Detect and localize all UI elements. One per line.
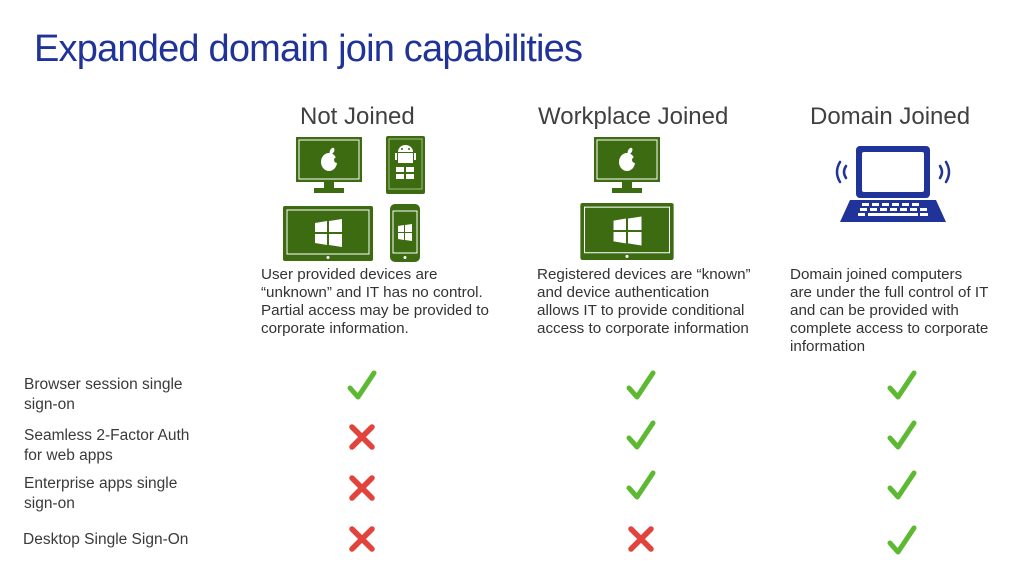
- column-heading-workplace-joined: Workplace Joined: [538, 103, 729, 130]
- check-icon: [887, 420, 917, 450]
- description-workplace-joined: Registered devices are “known” and devic…: [537, 266, 751, 337]
- windows-tablet-icon: [580, 203, 674, 260]
- feature-label-enterprise-apps-sso: Enterprise apps single sign-on: [24, 475, 178, 512]
- cross-icon: [347, 473, 377, 503]
- cross-icon: [626, 524, 656, 554]
- check-icon: [626, 370, 656, 400]
- apple-monitor-icon: [296, 137, 362, 194]
- slide-title: Expanded domain join capabilities: [34, 28, 583, 70]
- check-icon: [626, 420, 656, 450]
- wireless-laptop-icon: [830, 144, 956, 224]
- feature-label-2fa-web: Seamless 2-Factor Auth for web apps: [24, 427, 190, 464]
- check-icon: [626, 470, 656, 500]
- column-heading-domain-joined: Domain Joined: [810, 103, 971, 130]
- description-domain-joined: Domain joined computers are under the fu…: [790, 266, 989, 355]
- check-icon: [347, 370, 377, 400]
- cross-icon: [347, 422, 377, 452]
- check-icon: [887, 525, 917, 555]
- check-icon: [887, 370, 917, 400]
- cross-icon: [347, 524, 377, 554]
- column-heading-not-joined: Not Joined: [300, 103, 415, 130]
- android-tablet-icon: [386, 136, 425, 194]
- apple-monitor-icon: [594, 137, 660, 194]
- windows-tablet-icon: [283, 206, 373, 261]
- check-icon: [887, 470, 917, 500]
- description-not-joined: User provided devices are “unknown” and …: [261, 266, 489, 337]
- feature-label-browser-sso: Browser session single sign-on: [24, 376, 183, 413]
- windows-phone-icon: [390, 204, 420, 262]
- feature-label-desktop-sso: Desktop Single Sign-On: [23, 531, 189, 548]
